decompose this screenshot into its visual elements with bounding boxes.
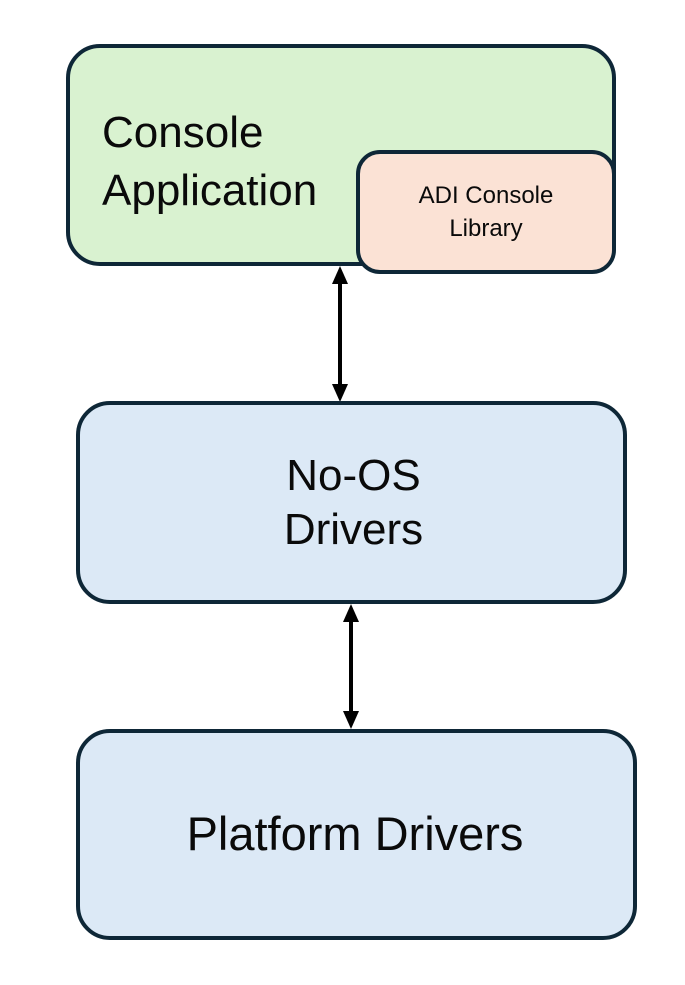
platform-drivers-label: Platform Drivers [186, 807, 524, 861]
arrow-noos-to-platform [343, 604, 359, 729]
arrowhead-up [343, 604, 359, 622]
label-line: ADI Console [418, 182, 554, 209]
arrowhead-down [343, 711, 359, 729]
adi-console-library-label: ADI Console Library [419, 179, 554, 245]
arrowhead-down [332, 384, 348, 402]
label-line: Console [102, 108, 264, 157]
platform-drivers-box: Platform Drivers [76, 729, 637, 940]
console-application-label: Console Application [102, 104, 317, 220]
arrowhead-up [332, 266, 348, 284]
label-line: Library [449, 215, 523, 242]
label-line: Drivers [283, 504, 424, 554]
no-os-drivers-box: No-OS Drivers [76, 401, 627, 604]
label-line: No-OS [286, 450, 421, 500]
adi-console-library-box: ADI Console Library [356, 150, 616, 274]
no-os-drivers-label: No-OS Drivers [284, 449, 423, 557]
label-line: Application [102, 166, 318, 215]
arrow-console-to-noos [332, 266, 348, 402]
